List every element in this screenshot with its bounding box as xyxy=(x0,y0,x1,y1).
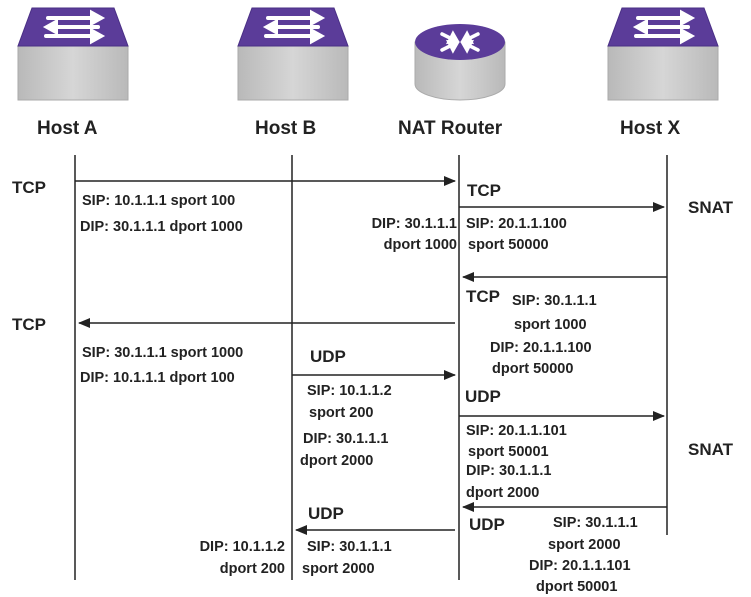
udp-back-x-sport: sport 2000 xyxy=(548,537,621,553)
tcp-out-nat-dport: dport 1000 xyxy=(383,237,457,253)
udp-back-x-dip: DIP: 20.1.1.101 xyxy=(529,558,631,574)
host-b-switch-icon xyxy=(236,6,350,102)
tcp-back-a-sip: SIP: 30.1.1.1 sport 1000 xyxy=(82,345,244,361)
tcp-back-a-dip: DIP: 10.1.1.1 dport 100 xyxy=(80,370,235,386)
tcp-back-x-dport: dport 50000 xyxy=(492,361,574,377)
udp-back-left-dport: dport 200 xyxy=(219,561,285,577)
udp-out-x-dip: DIP: 30.1.1.1 xyxy=(466,463,552,479)
tcp-out-x-sip: SIP: 20.1.1.100 xyxy=(466,216,567,232)
udp-back-b-sport: sport 2000 xyxy=(302,561,375,577)
tcp-out-a-sip: SIP: 10.1.1.1 sport 100 xyxy=(82,193,236,209)
udp-back-x-sip: SIP: 30.1.1.1 xyxy=(553,515,638,531)
udp-out-b-sport: sport 200 xyxy=(309,405,374,421)
udp-out-b-sip: SIP: 10.1.1.2 xyxy=(307,383,392,399)
udp-back-x-dport: dport 50001 xyxy=(536,579,618,595)
udp-back-b-sip: SIP: 30.1.1.1 xyxy=(307,539,392,555)
udp-out-x-sip: SIP: 20.1.1.101 xyxy=(466,423,567,439)
udp-label-host-b-back: UDP xyxy=(308,504,344,523)
udp-label-nat-back: UDP xyxy=(469,515,505,534)
udp-back-left-dip: DIP: 10.1.1.2 xyxy=(199,539,285,555)
tcp-back-x-sip: SIP: 30.1.1.1 xyxy=(512,293,597,309)
tcp-out-x-sport: sport 50000 xyxy=(468,237,549,253)
tcp-label-host-a-back: TCP xyxy=(12,315,46,334)
host-a-switch-icon xyxy=(16,6,130,102)
host-x-label: Host X xyxy=(620,118,681,139)
udp-label-nat-out: UDP xyxy=(465,387,501,406)
tcp-out-nat-dip: DIP: 30.1.1.1 xyxy=(371,216,457,232)
udp-out-b-dip: DIP: 30.1.1.1 xyxy=(303,431,389,447)
udp-out-x-sport: sport 50001 xyxy=(468,444,549,460)
tcp-label-nat-back: TCP xyxy=(466,287,500,306)
snat-label-udp: SNAT xyxy=(688,440,734,459)
tcp-label-host-a: TCP xyxy=(12,178,46,197)
nat-router-icon xyxy=(413,22,507,102)
tcp-back-x-sport: sport 1000 xyxy=(514,317,587,333)
udp-out-b-dport: dport 2000 xyxy=(300,453,374,469)
udp-label-host-b: UDP xyxy=(310,347,346,366)
host-a-label: Host A xyxy=(37,118,98,139)
tcp-back-x-dip: DIP: 20.1.1.100 xyxy=(490,340,592,356)
udp-out-x-dport: dport 2000 xyxy=(466,485,540,501)
host-b-label: Host B xyxy=(255,118,317,139)
tcp-label-nat-out: TCP xyxy=(467,181,501,200)
tcp-out-a-dip: DIP: 30.1.1.1 dport 1000 xyxy=(80,219,243,235)
nat-router-label: NAT Router xyxy=(398,118,503,139)
snat-label-tcp: SNAT xyxy=(688,198,734,217)
host-x-switch-icon xyxy=(606,6,720,102)
